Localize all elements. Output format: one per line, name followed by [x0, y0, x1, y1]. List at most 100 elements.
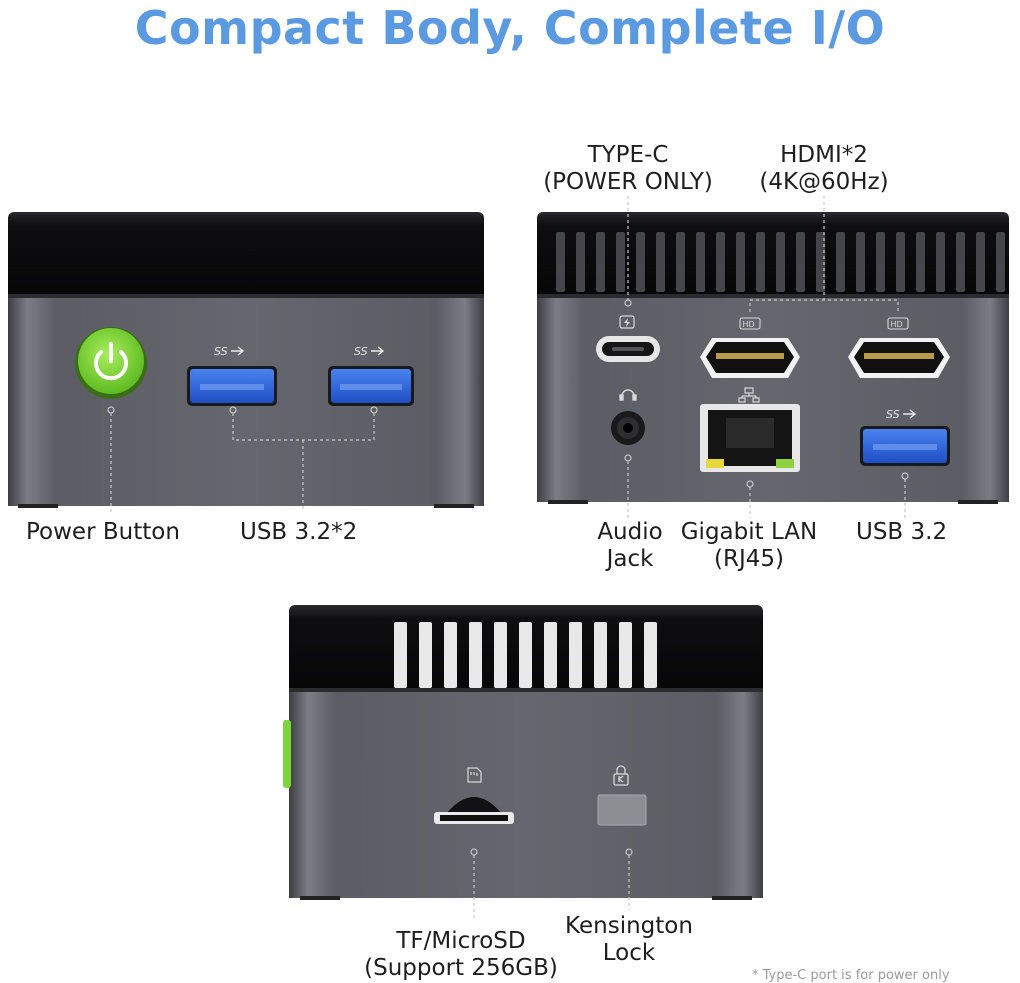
tf-label: TF/MicroSD (Support 256GB)	[350, 928, 572, 982]
vent-slat	[616, 232, 625, 292]
hdmi-leader	[749, 196, 899, 312]
rear-foot-right	[958, 500, 998, 504]
usb-ss-icon: SS	[214, 345, 245, 358]
rear-seam	[537, 294, 1009, 298]
vent-slat	[856, 232, 865, 292]
vent-slat	[469, 622, 482, 688]
tf-label-line1: TF/MicroSD	[396, 928, 526, 954]
vent-slat	[756, 232, 765, 292]
power-icon	[94, 342, 128, 381]
vent-slat	[996, 232, 1005, 292]
vent-slat	[594, 622, 607, 688]
lock-icon	[613, 765, 629, 786]
vent-slat	[556, 232, 565, 292]
vent-slat	[776, 232, 785, 292]
vent-slat	[736, 232, 745, 292]
audio-label-line2: Jack	[606, 546, 654, 572]
vent-slat	[816, 232, 825, 292]
lightning-icon	[619, 315, 635, 329]
vent-slat	[419, 622, 432, 688]
side-view	[283, 605, 763, 920]
front-foot-left	[18, 504, 58, 508]
vent-slat	[676, 232, 685, 292]
vent-slat	[836, 232, 845, 292]
kensington-slot	[597, 794, 647, 826]
power-button-label: Power Button	[26, 519, 180, 545]
svg-text:SS: SS	[354, 345, 368, 358]
usb-front-label: USB 3.2*2	[240, 519, 358, 545]
lan-label-line2: (RJ45)	[714, 546, 784, 572]
svg-text:SS: SS	[886, 408, 900, 421]
audio-label: Audio Jack	[592, 519, 668, 573]
side-metal-body	[289, 688, 763, 898]
vent-slat	[494, 622, 507, 688]
rear-foot-left	[548, 500, 588, 504]
vent-slat	[656, 232, 665, 292]
vent-slat	[796, 232, 805, 292]
vent-slat	[636, 232, 645, 292]
rear-top-cap	[537, 212, 1009, 300]
rj45-port	[700, 404, 800, 472]
power-button-edge	[283, 720, 291, 788]
svg-text:HD: HD	[743, 320, 755, 329]
hd-badge-icon: HD	[739, 317, 761, 330]
microsd-slot	[434, 797, 514, 824]
side-vent	[394, 622, 657, 688]
rear-view: HD HD	[537, 196, 1009, 518]
usb-ss-icon: SS	[354, 345, 385, 358]
vent-slat	[444, 622, 457, 688]
usb-port	[860, 426, 950, 466]
audio-label-line1: Audio	[597, 519, 663, 545]
front-top-cap	[8, 212, 484, 300]
side-foot-right	[712, 896, 752, 900]
typec-label-line1: TYPE-C	[587, 142, 669, 168]
kensington-label-line2: Lock	[602, 940, 656, 966]
vent-slat	[394, 622, 407, 688]
hdmi-port	[848, 338, 950, 378]
usb-ss-icon: SS	[886, 408, 917, 421]
front-seam	[8, 294, 484, 298]
vent-slat	[619, 622, 632, 688]
hdmi-port	[700, 338, 800, 378]
hdmi-label-line1: HDMI*2	[780, 142, 868, 168]
front-view: SS SS	[8, 212, 484, 512]
vent-slat	[936, 232, 945, 292]
footnote: * Type-C port is for power only	[752, 968, 950, 983]
vent-slat	[569, 622, 582, 688]
lan-label-line1: Gigabit LAN	[680, 519, 818, 545]
usb-rear-label: USB 3.2	[856, 519, 948, 545]
vent-slat	[544, 622, 557, 688]
rear-vent	[556, 232, 1005, 292]
vent-slat	[956, 232, 965, 292]
page-title: Compact Body, Complete I/O	[134, 1, 886, 55]
vent-slat	[696, 232, 705, 292]
vent-slat	[644, 622, 657, 688]
power-button	[75, 327, 147, 399]
usb-port	[187, 366, 277, 406]
tf-label-line2: (Support 256GB)	[364, 955, 558, 981]
audio-jack	[611, 411, 645, 445]
vent-slat	[596, 232, 605, 292]
kensington-label-line1: Kensington	[565, 913, 693, 939]
vent-slat	[916, 232, 925, 292]
kensington-label: Kensington Lock	[556, 913, 702, 967]
vent-slat	[896, 232, 905, 292]
vent-slat	[716, 232, 725, 292]
lan-label: Gigabit LAN (RJ45)	[674, 519, 824, 573]
vent-slat	[576, 232, 585, 292]
side-seam	[289, 688, 763, 692]
usb-port	[328, 366, 414, 406]
svg-text:HD: HD	[891, 320, 903, 329]
side-foot-left	[300, 896, 340, 900]
hdmi-label: HDMI*2 (4K@60Hz)	[744, 142, 904, 196]
vent-slat	[976, 232, 985, 292]
hdmi-label-line2: (4K@60Hz)	[759, 169, 889, 195]
typec-label-line2: (POWER ONLY)	[543, 169, 713, 195]
svg-text:SS: SS	[214, 345, 228, 358]
network-icon	[738, 387, 760, 403]
front-foot-right	[434, 504, 474, 508]
typec-label: TYPE-C (POWER ONLY)	[528, 142, 728, 196]
headphone-icon	[619, 389, 637, 401]
sd-card-icon	[467, 767, 482, 783]
